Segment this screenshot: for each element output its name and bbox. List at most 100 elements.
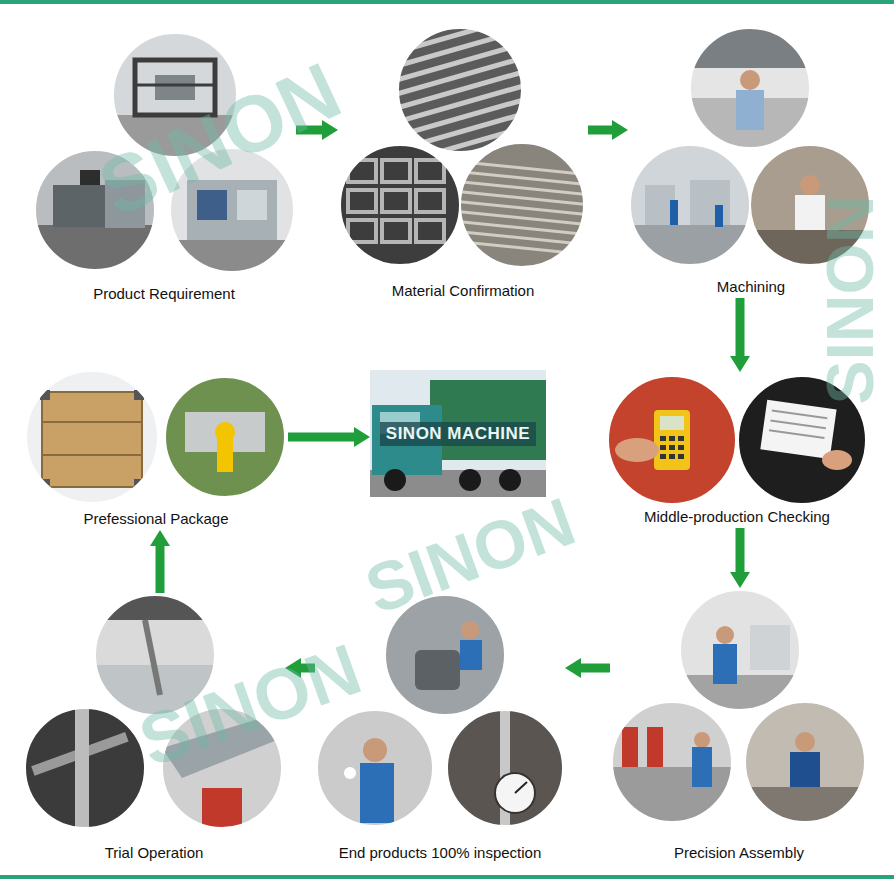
- photo-circle-part: [745, 702, 865, 822]
- photo-circle: [317, 710, 433, 826]
- photo-circle-part-part: [340, 145, 460, 265]
- photo-circle-part-part-part: [382, 190, 410, 212]
- photo-circle-part-part: [740, 70, 760, 90]
- photo-circle-part-part: [460, 640, 482, 670]
- bottom-band: [0, 875, 894, 879]
- photo-circle-part-part: [237, 190, 267, 220]
- photo-circle-part: [690, 28, 810, 148]
- photo-circle-part-part: [630, 225, 750, 265]
- photo-circle-part-part: [654, 410, 690, 470]
- photo-circle-part-part: [795, 732, 815, 752]
- photo-circle-part: [25, 708, 145, 828]
- truck-photo: [370, 370, 546, 497]
- photo-circle: [608, 376, 736, 504]
- step-caption: Machining: [715, 278, 787, 298]
- photo-circle-part-part: [670, 200, 678, 225]
- photo-circle-part: [608, 376, 736, 504]
- photo-circle: [680, 590, 800, 710]
- process-step: Precision Assembly: [610, 588, 868, 864]
- photo-circle-part-part: [415, 650, 460, 690]
- photo-circle-part-part-part: [669, 454, 675, 459]
- photo-circle-part-part: [694, 732, 710, 748]
- process-step: End products 100% inspection: [315, 593, 565, 864]
- photo-circle-part: [25, 708, 145, 828]
- photo-circle-part-part: [348, 160, 444, 242]
- photo-circle-part: [680, 590, 800, 710]
- photo-circle-part-part-part: [660, 445, 666, 450]
- truck-photo-part: [459, 469, 481, 491]
- photo-circle-part-part: [715, 205, 723, 227]
- photo-circle-part-part: [363, 738, 387, 762]
- step-caption: Material Confirmation: [390, 282, 537, 302]
- photo-circle-part: [690, 28, 810, 148]
- photo-circle: [745, 702, 865, 822]
- flow-arrow: [577, 664, 610, 673]
- photo-circle-part: [340, 145, 460, 265]
- photo-circle-part: [452, 143, 592, 267]
- photo-circle-part: [398, 28, 522, 152]
- photo-circle-part: [447, 710, 563, 826]
- photo-circle-part: [612, 702, 732, 822]
- photo-circle: [26, 371, 158, 503]
- photo-circle-part-part: [680, 590, 800, 710]
- photo-circle-part: [165, 377, 285, 497]
- photo-circle-part-part: [750, 625, 790, 670]
- photo-circle-part-part: [344, 767, 356, 779]
- photo-circle-part-part: [447, 710, 563, 826]
- photo-circle-part-part: [690, 180, 730, 225]
- photo-circle-part-part: [615, 438, 659, 462]
- photo-circle-part-part: [495, 773, 535, 813]
- photo-circle: [165, 377, 285, 497]
- photo-circle-part-part-part: [382, 220, 410, 242]
- photo-circle-part-part-part: [678, 454, 684, 459]
- step-caption: Product Requirement: [91, 285, 237, 305]
- photo-circle-part-part-part: [416, 220, 444, 242]
- photo-circle-part-part: [95, 595, 215, 620]
- photo-circle-part-part: [630, 145, 750, 265]
- truck-photo-part: [370, 470, 546, 497]
- photo-circle-part-part: [736, 90, 764, 130]
- photo-circle-part: [630, 145, 750, 265]
- photo-circle-part-part: [716, 626, 734, 644]
- truck-node: SINON MACHINE: [370, 370, 546, 497]
- photo-circle-part-part: [202, 788, 242, 828]
- step-caption: End products 100% inspection: [337, 844, 544, 864]
- process-step: Prefessional Package: [24, 370, 288, 530]
- photo-circle-part-part-part: [416, 190, 444, 212]
- photo-circle-part-part: [608, 376, 736, 504]
- photo-circle-part-part: [790, 752, 820, 787]
- step-caption: Precision Assembly: [672, 844, 806, 864]
- step-caption: Prefessional Package: [81, 510, 230, 530]
- photo-circle-part-part: [452, 161, 592, 255]
- photo-circle-part-part-part: [348, 220, 376, 242]
- photo-circle-part-part: [515, 782, 527, 793]
- photo-circle: [690, 28, 810, 148]
- photo-circle-part-part-part: [416, 160, 444, 182]
- photo-circle-part-part: [42, 421, 142, 423]
- photo-circle-part: [26, 371, 158, 503]
- photo-circle-part-part: [822, 450, 852, 470]
- photo-circle-part: [26, 371, 158, 503]
- photo-circle-part-part-part: [769, 430, 824, 438]
- photo-circle: [612, 702, 732, 822]
- photo-circle-part-part-part: [348, 160, 376, 182]
- photo-circle: [452, 143, 592, 267]
- photo-circle-part: [608, 376, 736, 504]
- photo-circle-part-part-part: [770, 420, 825, 428]
- photo-circle-part-part: [165, 377, 285, 497]
- watermark: SINON: [817, 195, 883, 404]
- photo-circle-part-part: [135, 84, 215, 87]
- photo-circle-part: [340, 145, 460, 265]
- photo-circle-part-part: [197, 190, 227, 220]
- photo-circle-part-part: [145, 620, 160, 695]
- top-band: [0, 0, 894, 4]
- photo-circle-part-part-part: [678, 445, 684, 450]
- photo-circle-part: [612, 702, 732, 822]
- photo-circle-part-part: [622, 727, 638, 767]
- truck-photo-part: [430, 380, 546, 460]
- photo-circle-part-part: [215, 422, 235, 442]
- flow-arrow: [156, 542, 165, 593]
- photo-circle-part: [680, 590, 800, 710]
